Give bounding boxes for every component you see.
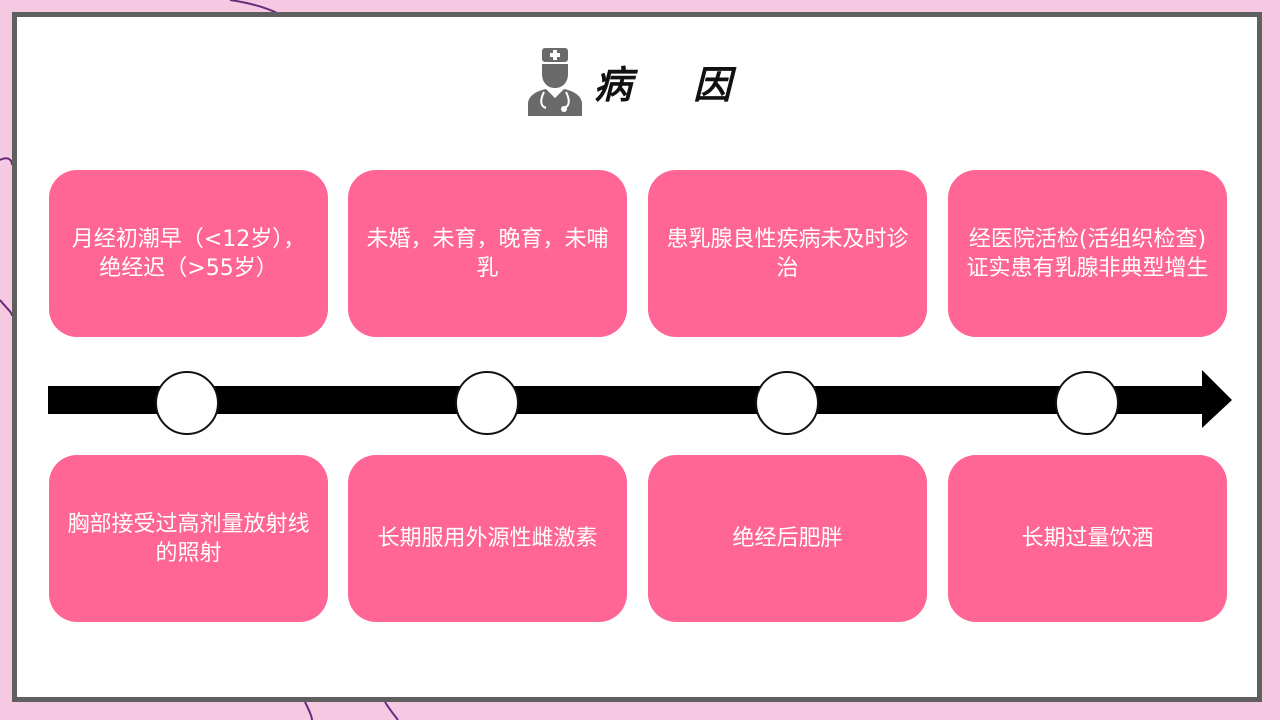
title-group: 病 因	[526, 46, 755, 116]
cause-box-bottom-3: 绝经后肥胖	[648, 455, 927, 622]
cause-box-bottom-2: 长期服用外源性雌激素	[348, 455, 627, 622]
cause-box-bottom-4: 长期过量饮酒	[948, 455, 1227, 622]
cause-box-top-4: 经医院活检(活组织检查)证实患有乳腺非典型增生	[948, 170, 1227, 337]
timeline	[48, 370, 1238, 440]
doctor-icon	[528, 48, 582, 116]
timeline-node-4	[1055, 371, 1119, 435]
timeline-arrow	[48, 370, 1232, 428]
timeline-node-2	[455, 371, 519, 435]
cause-box-top-1: 月经初潮早（<12岁），绝经迟（>55岁）	[49, 170, 328, 337]
cause-box-top-2: 未婚，未育，晚育，未哺乳	[348, 170, 627, 337]
cause-box-bottom-1: 胸部接受过高剂量放射线的照射	[49, 455, 328, 622]
timeline-node-3	[755, 371, 819, 435]
page-title: 病 因	[594, 61, 756, 107]
timeline-node-1	[155, 371, 219, 435]
cause-box-top-3: 患乳腺良性疾病未及时诊治	[648, 170, 927, 337]
